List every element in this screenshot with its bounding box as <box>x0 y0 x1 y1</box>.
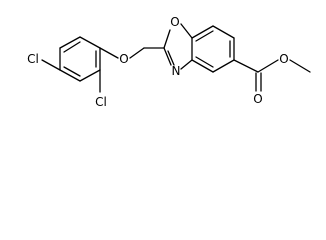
bond <box>79 69 101 82</box>
molecule-structure: Cl Cl O O N O O <box>27 15 311 109</box>
bond <box>180 59 193 70</box>
bond <box>163 29 171 49</box>
bond-ring-ether-o <box>99 47 119 59</box>
dichlorophenyl-ring <box>59 36 101 82</box>
atom-label-carbonyl-o: O <box>253 92 262 106</box>
bond <box>191 59 214 73</box>
double-bond-inner <box>195 30 214 42</box>
bond <box>79 36 101 49</box>
bond-cl-para <box>41 59 61 71</box>
bond-ester-o-methyl <box>289 59 311 73</box>
bond <box>180 23 193 39</box>
oxazole-ring <box>163 23 193 70</box>
atom-label-ring-o: O <box>170 15 179 29</box>
atom-label-ring-n: N <box>172 64 181 78</box>
double-bond-inner <box>167 50 175 66</box>
bond <box>59 69 81 82</box>
double-bond-inner <box>195 56 214 68</box>
bond <box>212 59 235 73</box>
atom-label-cl-para: Cl <box>27 52 39 66</box>
bond <box>59 36 81 49</box>
double-bond-inner <box>63 66 81 77</box>
atom-label-ester-o: O <box>279 52 288 66</box>
fused-benzene-ring <box>191 25 235 73</box>
bond <box>163 47 172 66</box>
bond-carbonyl-ester-o <box>257 59 279 73</box>
bond-ring-carbonyl <box>233 59 259 73</box>
atom-label-ether-o: O <box>119 52 128 66</box>
bond <box>191 25 214 39</box>
double-bond-inner <box>63 41 81 53</box>
bond <box>212 25 235 39</box>
bond-ether-o-ch2 <box>129 47 145 59</box>
atom-label-cl-ortho: Cl <box>95 95 107 109</box>
